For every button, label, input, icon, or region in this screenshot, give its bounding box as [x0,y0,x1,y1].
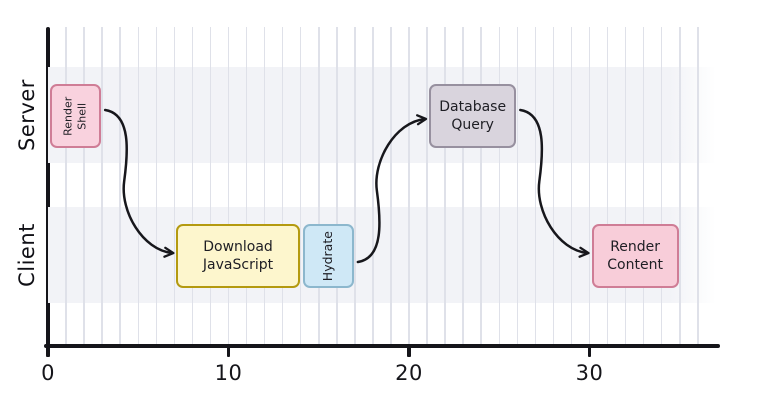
gridline [83,27,85,344]
y-axis-line [46,27,50,347]
x-axis-tick-label: 0 [41,361,55,385]
gridline [426,27,428,344]
gridline [227,27,230,344]
gridline [155,27,158,344]
gridline [173,27,176,344]
gridline [408,27,410,344]
row-label-server: Server [15,79,39,151]
gridline [137,27,139,344]
gridline [191,27,194,344]
gridline [534,27,537,344]
gridline [245,27,248,344]
gridline [119,27,121,344]
gridline [679,27,681,344]
gridline [552,27,555,344]
gridline [281,27,284,344]
gridline [480,27,482,344]
task-hydrate: Hydrate [302,224,354,288]
x-axis-tick [407,346,411,357]
gridline [606,27,609,344]
gridline [354,27,356,344]
task-label-hydrate: Hydrate [320,230,336,282]
gridline [336,27,338,344]
gridline [372,27,374,344]
gridline [318,27,320,344]
gridline [697,27,699,344]
gridline [588,27,591,344]
gridline [516,27,519,344]
gridline [209,27,212,344]
x-axis-tick-label: 10 [214,361,243,385]
gridline [444,27,446,344]
gridline [462,27,464,344]
x-axis-tick [46,346,50,357]
gridline [263,27,266,344]
gridline [660,27,663,344]
gridline [498,27,500,344]
gridline [65,27,67,344]
x-axis-tick [587,346,592,357]
row-band-server [48,67,716,163]
x-axis-tick [226,346,231,357]
x-axis-line [44,344,720,348]
row-label-client: Client [15,223,39,287]
gridline [390,27,392,344]
gridline [570,27,573,344]
gridline [299,27,302,344]
gridline [642,27,645,344]
gridline [101,27,103,344]
x-axis-tick-label: 30 [575,361,604,385]
gridline [624,27,627,344]
x-axis-tick-label: 20 [395,361,423,385]
